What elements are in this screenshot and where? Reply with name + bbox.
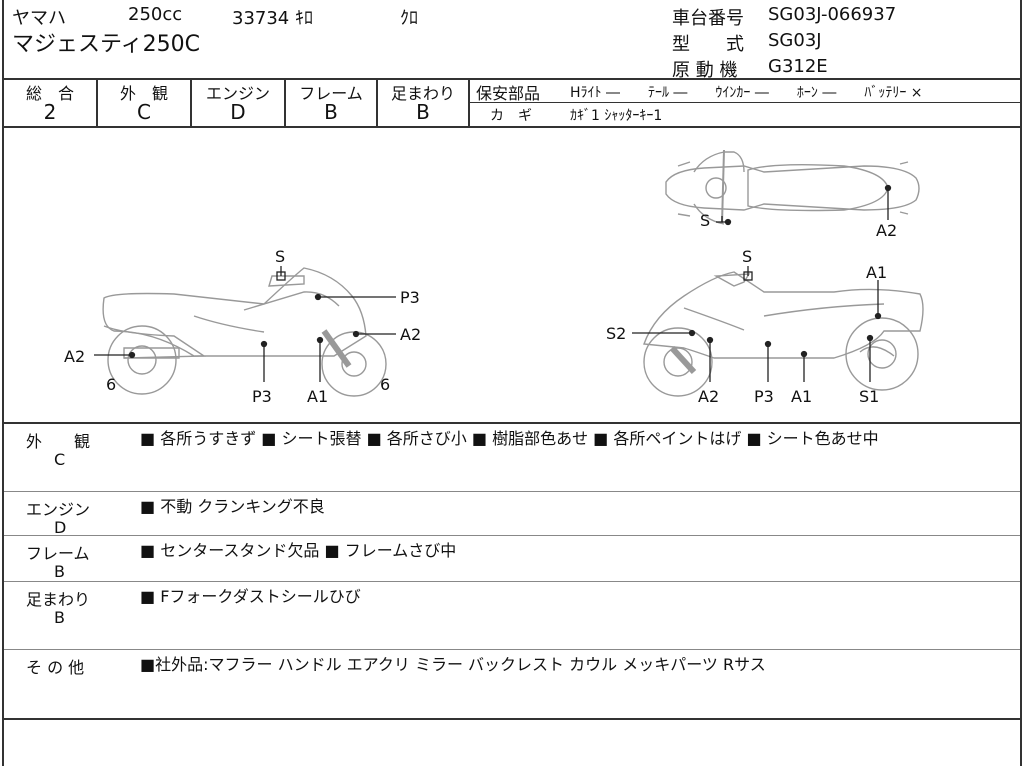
note-row-engine: エンジン D ■ 不動 クランキング不良 <box>4 492 1020 537</box>
label-a1-right: A1 <box>791 387 812 406</box>
label-a2-top: A2 <box>876 221 897 240</box>
label-s-left: S <box>275 247 285 266</box>
key-value: ｶｷﾞ1 ｼｬｯﾀｰｷｰ1 <box>570 108 663 124</box>
note-row-exterior: 外 観 C ■ 各所うすきず ■ シート張替 ■ 各所さび小 ■ 樹脂部色あせ … <box>4 424 1020 492</box>
label-s2: S2 <box>606 324 626 343</box>
label-a1-right-top: A1 <box>866 263 887 282</box>
note-category: フレーム <box>26 544 90 563</box>
note-text: ■ センタースタンド欠品 ■ フレームさび中 <box>140 541 457 560</box>
label-p3-left-bottom: P3 <box>252 387 272 406</box>
note-text: ■ 各所うすきず ■ シート張替 ■ 各所さび小 ■ 樹脂部色あせ ■ 各所ペイ… <box>140 429 879 448</box>
grade-value: B <box>416 100 430 124</box>
grade-label: フレーム <box>299 84 363 103</box>
note-row-suspension: 足まわり B ■ Fフォークダストシールひび <box>4 582 1020 650</box>
note-text: ■社外品:マフラー ハンドル エアクリ ミラー バックレスト カウル メッキパー… <box>140 655 766 674</box>
scooter-left-view <box>102 267 387 397</box>
grade-label: エンジン <box>205 84 270 103</box>
color: ｸﾛ <box>400 8 418 29</box>
grade-row: 総 合 2 外 観 C エンジン D フレーム B 足まわり B 保安部品 Hﾗ… <box>4 78 1020 128</box>
type-label: 型 式 <box>672 34 744 55</box>
engine-label: 原 動 機 <box>672 60 738 81</box>
grade-overall: 総 合 2 <box>4 78 98 126</box>
grade-suspension: 足まわり B <box>378 78 470 126</box>
label-6-left: 6 <box>106 375 116 394</box>
scooter-right-view <box>643 271 924 397</box>
grade-label: 外 観 <box>119 84 168 103</box>
label-s1: S1 <box>859 387 879 406</box>
grade-value: C <box>137 100 151 124</box>
label-a1-left: A1 <box>307 387 328 406</box>
label-s-right: S <box>742 247 752 266</box>
engine-value: G312E <box>768 56 828 77</box>
scooter-diagram-svg: S P3 A2 A2 6 P3 A1 6 S A2 S A1 S2 A2 P3 … <box>64 149 924 406</box>
grade-label: 総 合 <box>25 84 74 103</box>
label-p3-left-top: P3 <box>400 288 420 307</box>
displacement: 250cc <box>128 4 183 25</box>
note-category: 足まわり <box>26 590 91 609</box>
note-row-frame: フレーム B ■ センタースタンド欠品 ■ フレームさび中 <box>4 536 1020 582</box>
type-value: SG03J <box>768 30 822 51</box>
safety-items: Hﾗｲﾄ ― ﾃｰﾙ ― ｳｲﾝｶｰ ― ﾎｰﾝ ― ﾊﾞｯﾃﾘｰ × <box>570 85 923 101</box>
label-a2-left-right: A2 <box>400 325 421 344</box>
chassis-value: SG03J-066937 <box>768 4 897 25</box>
scooter-top-view <box>665 149 920 225</box>
grade-value: 2 <box>43 100 57 124</box>
damage-diagram: S P3 A2 A2 6 P3 A1 6 S A2 S A1 S2 A2 P3 … <box>4 126 1020 424</box>
key-label: カ ギ <box>490 108 532 124</box>
safety-parts: 保安部品 Hﾗｲﾄ ― ﾃｰﾙ ― ｳｲﾝｶｰ ― ﾎｰﾝ ― ﾊﾞｯﾃﾘｰ ×… <box>470 78 1020 126</box>
note-text: ■ Fフォークダストシールひび <box>140 587 361 606</box>
label-a2-left: A2 <box>64 347 85 366</box>
safety-label: 保安部品 <box>476 84 541 103</box>
chassis-label: 車台番号 <box>672 8 744 29</box>
label-6-right: 6 <box>380 375 390 394</box>
note-category: そ の 他 <box>26 658 85 677</box>
label-s-top: S <box>700 211 710 230</box>
grade-frame: フレーム B <box>286 78 378 126</box>
mileage: 33734 ｷﾛ <box>232 8 313 29</box>
header: ヤマハ 250cc 33734 ｷﾛ ｸﾛ マジェスティ250C 車台番号 SG… <box>4 0 1020 81</box>
note-grade: C <box>54 450 66 469</box>
note-grade: B <box>54 608 65 627</box>
label-a2-right: A2 <box>698 387 719 406</box>
grade-value: D <box>230 100 246 124</box>
note-text: ■ 不動 クランキング不良 <box>140 497 325 516</box>
grade-engine: エンジン D <box>192 78 286 126</box>
grade-label: 足まわり <box>390 84 455 103</box>
label-p3-right: P3 <box>754 387 774 406</box>
note-row-other: そ の 他 ■社外品:マフラー ハンドル エアクリ ミラー バックレスト カウル… <box>4 650 1020 720</box>
note-category: 外 観 <box>26 432 91 451</box>
grade-exterior: 外 観 C <box>98 78 192 126</box>
note-grade: D <box>54 518 67 537</box>
note-category: エンジン <box>26 500 91 519</box>
maker: ヤマハ <box>12 8 66 29</box>
model-name: マジェスティ250C <box>12 32 201 57</box>
grade-value: B <box>324 100 338 124</box>
note-grade: B <box>54 562 65 581</box>
